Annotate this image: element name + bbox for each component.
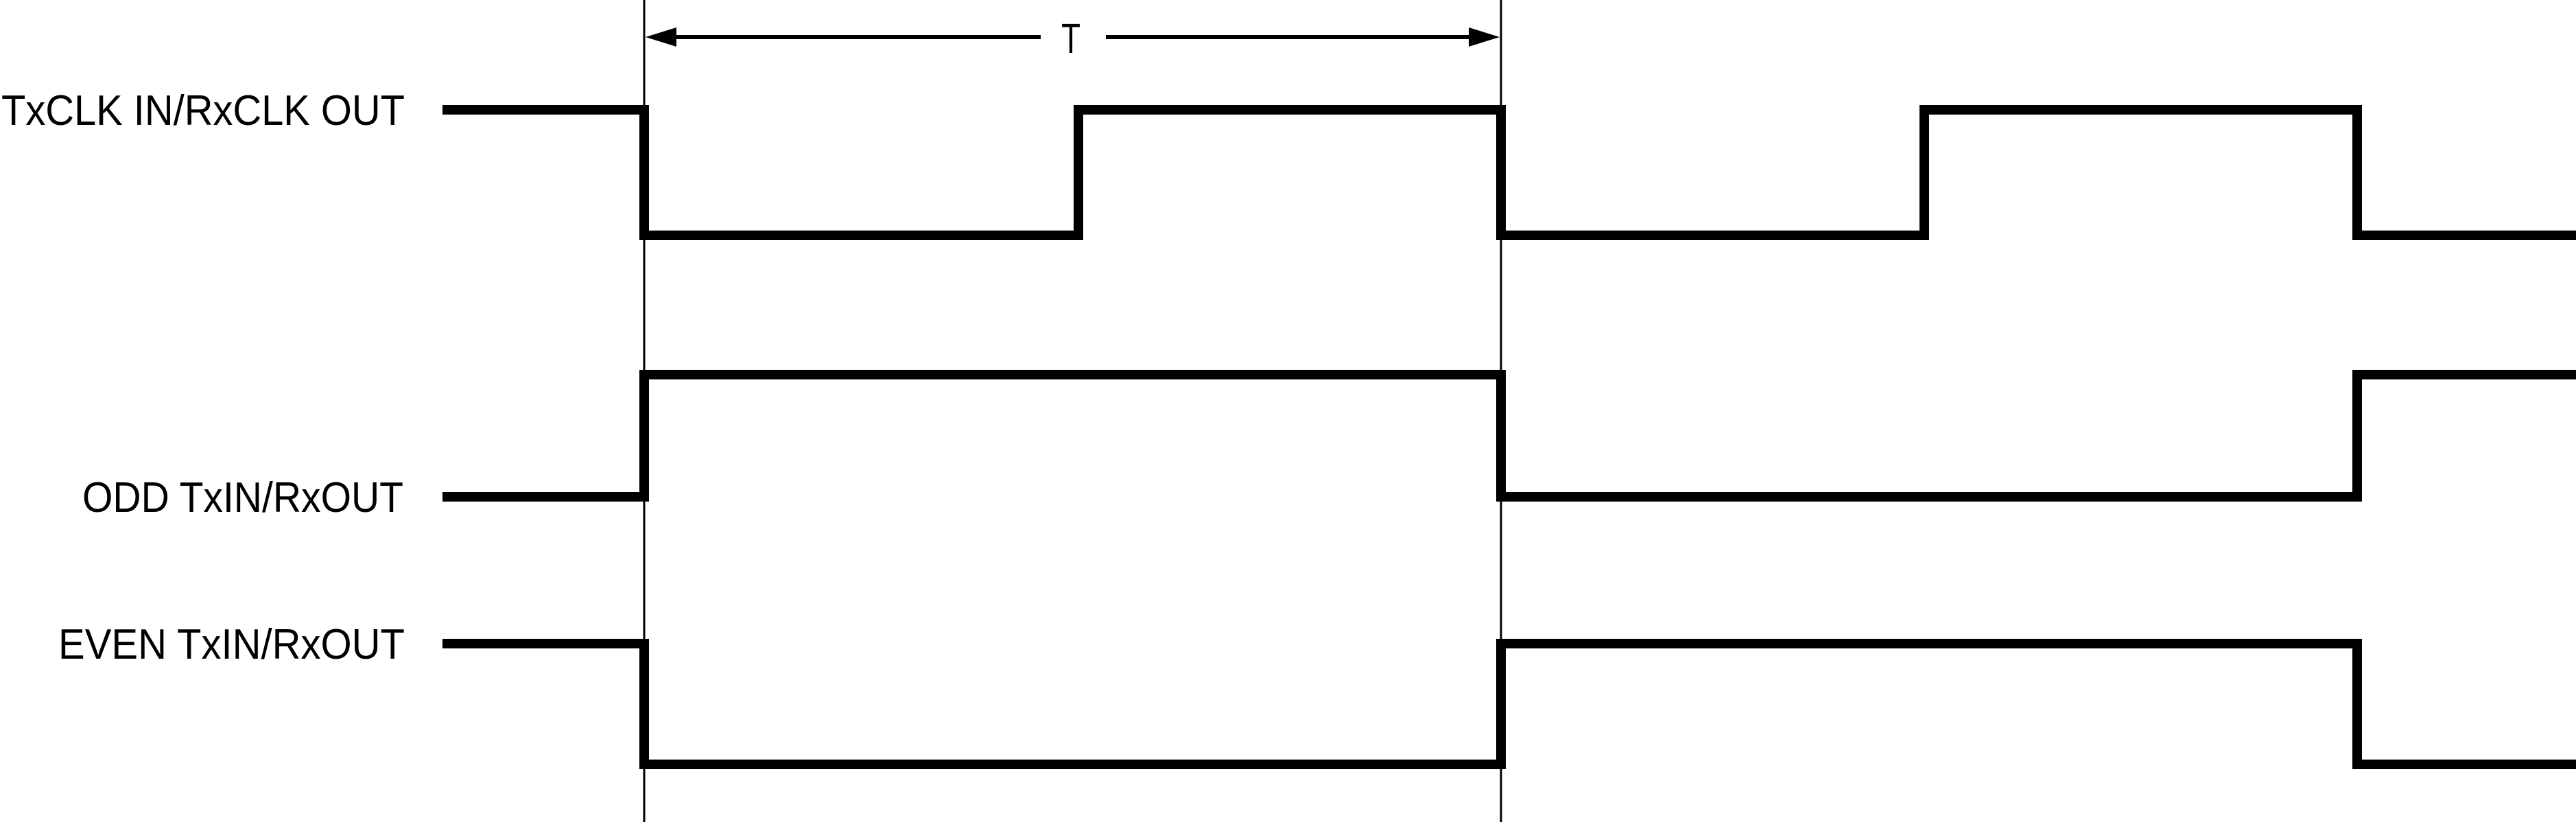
signal-label-odd: ODD TxIN/RxOUT [82, 474, 403, 521]
period-label: T [1061, 15, 1080, 62]
signal-label-even: EVEN TxIN/RxOUT [58, 621, 405, 668]
arrow-right-icon [1469, 27, 1500, 47]
waveforms [442, 105, 2576, 769]
arrow-left-icon [646, 27, 676, 47]
waveform-txclk [442, 105, 2576, 240]
period-dimension: T [646, 15, 1500, 62]
guide-lines [643, 0, 1502, 822]
signal-label-txclk: TxCLK IN/RxCLK OUT [1, 87, 405, 134]
signal-labels: TxCLK IN/RxCLK OUT ODD TxIN/RxOUT EVEN T… [1, 87, 405, 668]
waveform-odd [442, 370, 2576, 502]
waveform-even [442, 639, 2576, 769]
